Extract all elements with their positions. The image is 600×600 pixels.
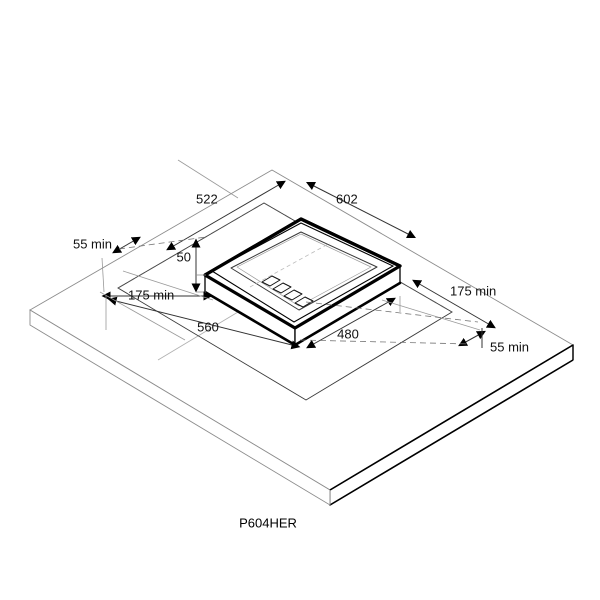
dimension-55-min-right-label: 55 min [490, 339, 529, 354]
dimension-522-line [166, 180, 286, 251]
dimension-522-label: 522 [196, 191, 218, 206]
countertop-front-right-lower-edge [329, 359, 574, 506]
dimension-55-min-left: 55 min [73, 236, 207, 254]
model-number-label: P604HER [239, 515, 297, 530]
control-knob-2[interactable] [272, 282, 292, 294]
dimension-55-min-left-label: 55 min [73, 236, 112, 251]
dimension-50: 50 [177, 238, 206, 293]
dimension-50-label: 50 [177, 249, 191, 264]
hob-control-zone-divider [249, 242, 331, 288]
dimension-175-min-left-ext-a [101, 257, 105, 293]
dimension-560-leader [99, 291, 186, 341]
dimension-55-min-right-ext [299, 339, 471, 345]
dimension-560-line [107, 296, 301, 350]
dimension-560: 560 [99, 291, 301, 350]
dimension-175-min-right-line [412, 279, 496, 329]
dimension-175-min-right-ext [305, 301, 479, 323]
dimension-175-min-left-label: 175 min [128, 287, 174, 302]
dimension-480: 480 [306, 296, 401, 349]
dimension-602-line [305, 181, 417, 239]
dimension-175-min-right-leader [381, 299, 481, 331]
control-knob-1[interactable] [261, 275, 281, 287]
dimension-55-min-right-line [458, 330, 486, 347]
dimension-480-label: 480 [337, 326, 359, 341]
dimension-480-line [306, 297, 396, 349]
dimension-522-leader [177, 159, 239, 199]
dimension-522: 522 [166, 159, 286, 251]
dimension-175-min-right-label: 175 min [450, 283, 496, 298]
dimension-175-min-right: 175 min [305, 279, 496, 331]
dimension-602: 602 [305, 181, 417, 239]
dimension-55-min-left-ext [118, 236, 207, 250]
dimension-560-label: 560 [197, 319, 219, 334]
countertop-front-right-edge [329, 344, 574, 491]
dimension-175-min-left-leader [122, 270, 214, 301]
dimension-55-min-right: 55 min [299, 328, 529, 354]
dimension-602-label: 602 [336, 191, 358, 206]
